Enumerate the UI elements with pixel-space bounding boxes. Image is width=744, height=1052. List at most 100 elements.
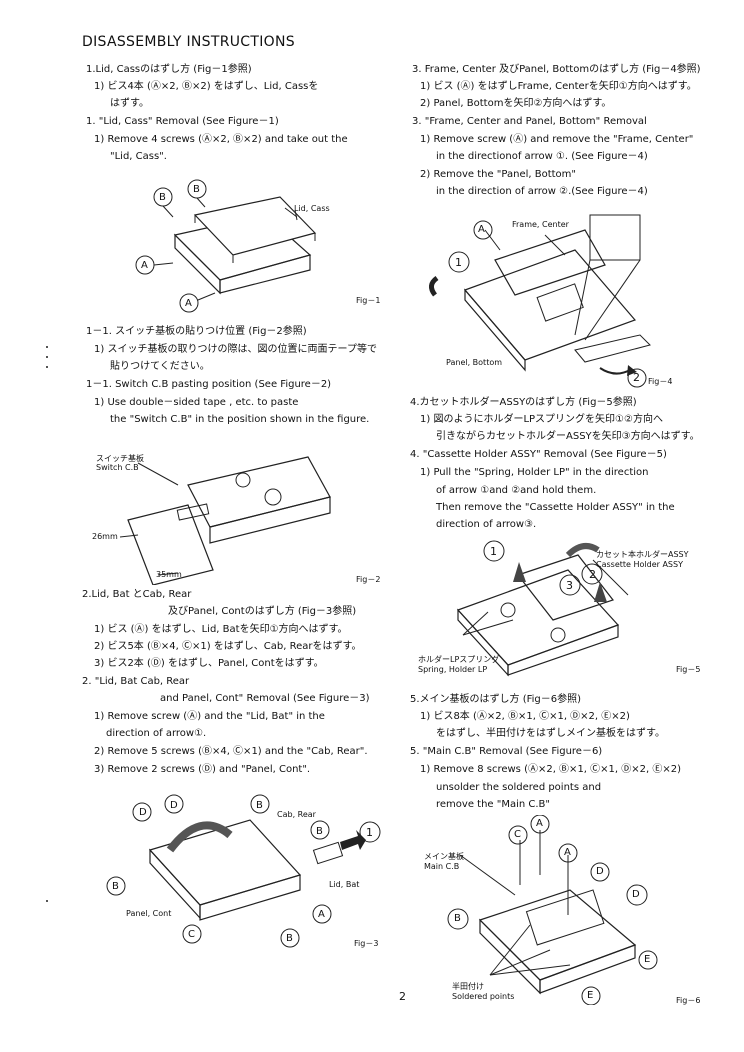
s3-en-1b: in the directionof arrow ①. (See Figure－… [436,151,648,162]
s1-en-2: "Lid, Cass". [110,151,167,162]
s3-jp-head: 3. Frame, Center 及びPanel, Bottomのはずし方 (F… [412,64,701,75]
fig3-B3: B [112,881,119,892]
s5-jp-2: をはずし、半田付けをはずしメイン基板をはずす。 [436,728,665,739]
fig6-D2: D [632,889,640,900]
s1-jp-1: 1) ビス4本 (Ⓐ×2, Ⓑ×2) をはずし、Lid, Cassを [94,81,319,92]
fig2-dim2: 35mm [156,570,182,579]
fig1-B1: B [159,192,166,203]
figure-5 [456,540,629,677]
s11-en-1: 1) Use double－sided tape , etc. to paste [94,397,299,408]
fig6-label-main-en: Main C.B [424,862,460,871]
figure-2 [119,456,331,585]
fig2-label-en: Switch C.B [96,463,139,472]
margin-mark [46,356,48,358]
s5-en-head: 5. "Main C.B" Removal (See Figure－6) [410,746,603,757]
fig3-D2: D [170,800,178,811]
fig4-num2: 2 [633,371,640,384]
fig5-num2: 2 [589,568,596,581]
fig4-caption: Fig－4 [648,377,673,386]
fig3-label-bat: Lid, Bat [329,880,360,889]
fig6-E2: E [587,990,594,1001]
s11-jp-head: 1－1. スイッチ基板の貼りつけ位置 (Fig－2参照) [86,326,307,337]
s11-jp-2: 貼りつけてください。 [110,361,210,372]
figure-4 [429,214,651,388]
figure-1 [135,179,317,313]
fig5-label-spring-jp: ホルダーLPスプリング [418,655,500,664]
s4-jp-head: 4.カセットホルダーASSYのはずし方 (Fig－5参照) [410,397,637,408]
fig3-B4: B [286,933,293,944]
s2-en-2: 2) Remove 5 screws (Ⓑ×4, Ⓒ×1) and the "C… [94,746,368,757]
s2-en-1b: direction of arrow①. [106,728,207,739]
figure-6 [447,815,658,1005]
s2-en-head: 2. "Lid, Bat Cab, Rear [82,676,190,687]
fig3-D1: D [139,807,147,818]
s4-en-1: 1) Pull the "Spring, Holder LP" in the d… [420,467,649,478]
fig5-label-holder-en: Cassette Holder ASSY [596,560,683,569]
margin-mark [46,346,48,348]
fig5-label-spring-en: Spring, Holder LP [418,665,488,674]
s4-jp-1: 1) 図のようにホルダーLPスプリングを矢印①②方向へ [420,414,663,425]
s3-en-1: 1) Remove screw (Ⓐ) and remove the "Fram… [420,134,694,145]
fig6-label-solder-jp: 半田付け [452,982,484,991]
page-title: DISASSEMBLY INSTRUCTIONS [82,34,295,50]
s3-en-2: 2) Remove the "Panel, Bottom" [420,169,577,180]
fig6-C: C [514,829,521,840]
fig4-A: A [478,224,485,235]
fig6-D1: D [596,866,604,877]
s3-en-2b: in the direction of arrow ②.(See Figure－… [436,186,648,197]
s4-en-2: of arrow ①and ②and hold them. [436,485,597,496]
s1-jp-head: 1.Lid, Cassのはずし方 (Fig－1参照) [86,64,252,75]
s5-en-1: 1) Remove 8 screws (Ⓐ×2, Ⓑ×1, Ⓒ×1, Ⓓ×2, … [420,764,682,775]
s4-en-head: 4. "Cassette Holder ASSY" Removal (See F… [410,449,667,460]
fig6-label-solder-en: Soldered points [452,992,515,1001]
fig3-B2: B [316,826,323,837]
fig2-label-jp: スイッチ基板 [96,454,144,463]
s11-en-head: 1－1. Switch C.B pasting position (See Fi… [86,379,332,390]
fig3-A: A [318,909,325,920]
s4-jp-2: 引きながらカセットホルダーASSYを矢印③方向へはずす。 [436,431,700,442]
s1-en-head: 1. "Lid, Cass" Removal (See Figure－1) [86,116,279,127]
s3-en-head: 3. "Frame, Center and Panel, Bottom" Rem… [412,116,647,127]
margin-mark [46,366,48,368]
page-number: 2 [399,990,406,1003]
fig1-B2: B [193,184,200,195]
fig3-label-cab: Cab, Rear [277,810,316,819]
fig1-caption: Fig－1 [356,296,381,305]
fig2-caption: Fig－2 [356,575,381,584]
s5-en-2: unsolder the soldered points and [436,782,602,793]
fig3-num1: 1 [366,826,373,839]
s4-en-3: Then remove the "Cassette Holder ASSY" i… [436,502,675,513]
fig3-label-panel: Panel, Cont [126,909,172,918]
s2-jp-3: 3) ビス2本 (Ⓓ) をはずし、Panel, Contをはずす。 [94,658,324,669]
s2-jp-head: 2.Lid, Bat とCab, Rear [82,589,192,600]
fig6-E1: E [644,954,651,965]
fig6-caption: Fig－6 [676,996,701,1005]
fig6-A1: A [536,818,543,829]
fig2-dim1: 26mm [92,532,118,541]
s11-en-2: the "Switch C.B" in the position shown i… [110,414,370,425]
s4-en-4: direction of arrow③. [436,519,537,530]
fig3-C: C [188,929,195,940]
s1-en-1: 1) Remove 4 screws (Ⓐ×2, Ⓑ×2) and take o… [94,134,348,145]
s1-jp-2: はずす。 [110,98,149,109]
s3-jp-1: 1) ビス (Ⓐ) をはずしFrame, Centerを矢印①方向へはずす。 [420,81,697,92]
s5-jp-1: 1) ビス8本 (Ⓐ×2, Ⓑ×1, Ⓒ×1, Ⓓ×2, Ⓔ×2) [420,711,630,722]
fig4-label-panel: Panel, Bottom [446,358,503,367]
fig6-label-main-jp: メイン基板 [424,852,464,861]
fig3-caption: Fig－3 [354,939,379,948]
fig3-B1: B [256,800,263,811]
s5-en-3: remove the "Main C.B" [436,799,551,810]
s2-en-head2: and Panel, Cont" Removal (See Figure－3) [160,693,370,704]
fig6-B: B [454,913,461,924]
s3-jp-2: 2) Panel, Bottomを矢印②方向へはずす。 [420,98,612,109]
fig6-A2: A [564,847,571,858]
s5-jp-head: 5.メイン基板のはずし方 (Fig－6参照) [410,694,582,705]
s2-jp-1: 1) ビス (Ⓐ) をはずし、Lid, Batを矢印①方向へはずす。 [94,624,348,635]
fig5-caption: Fig－5 [676,665,701,674]
s2-en-1: 1) Remove screw (Ⓐ) and the "Lid, Bat" i… [94,711,325,722]
fig5-label-holder-jp: カセット本ホルダーASSY [596,550,689,559]
fig1-A1: A [141,260,148,271]
fig1-label-lid: Lid, Cass [294,204,330,213]
figure-3 [106,794,381,948]
s11-jp-1: 1) スイッチ基板の取りつけの際は、図の位置に両面テープ等で [94,344,377,355]
